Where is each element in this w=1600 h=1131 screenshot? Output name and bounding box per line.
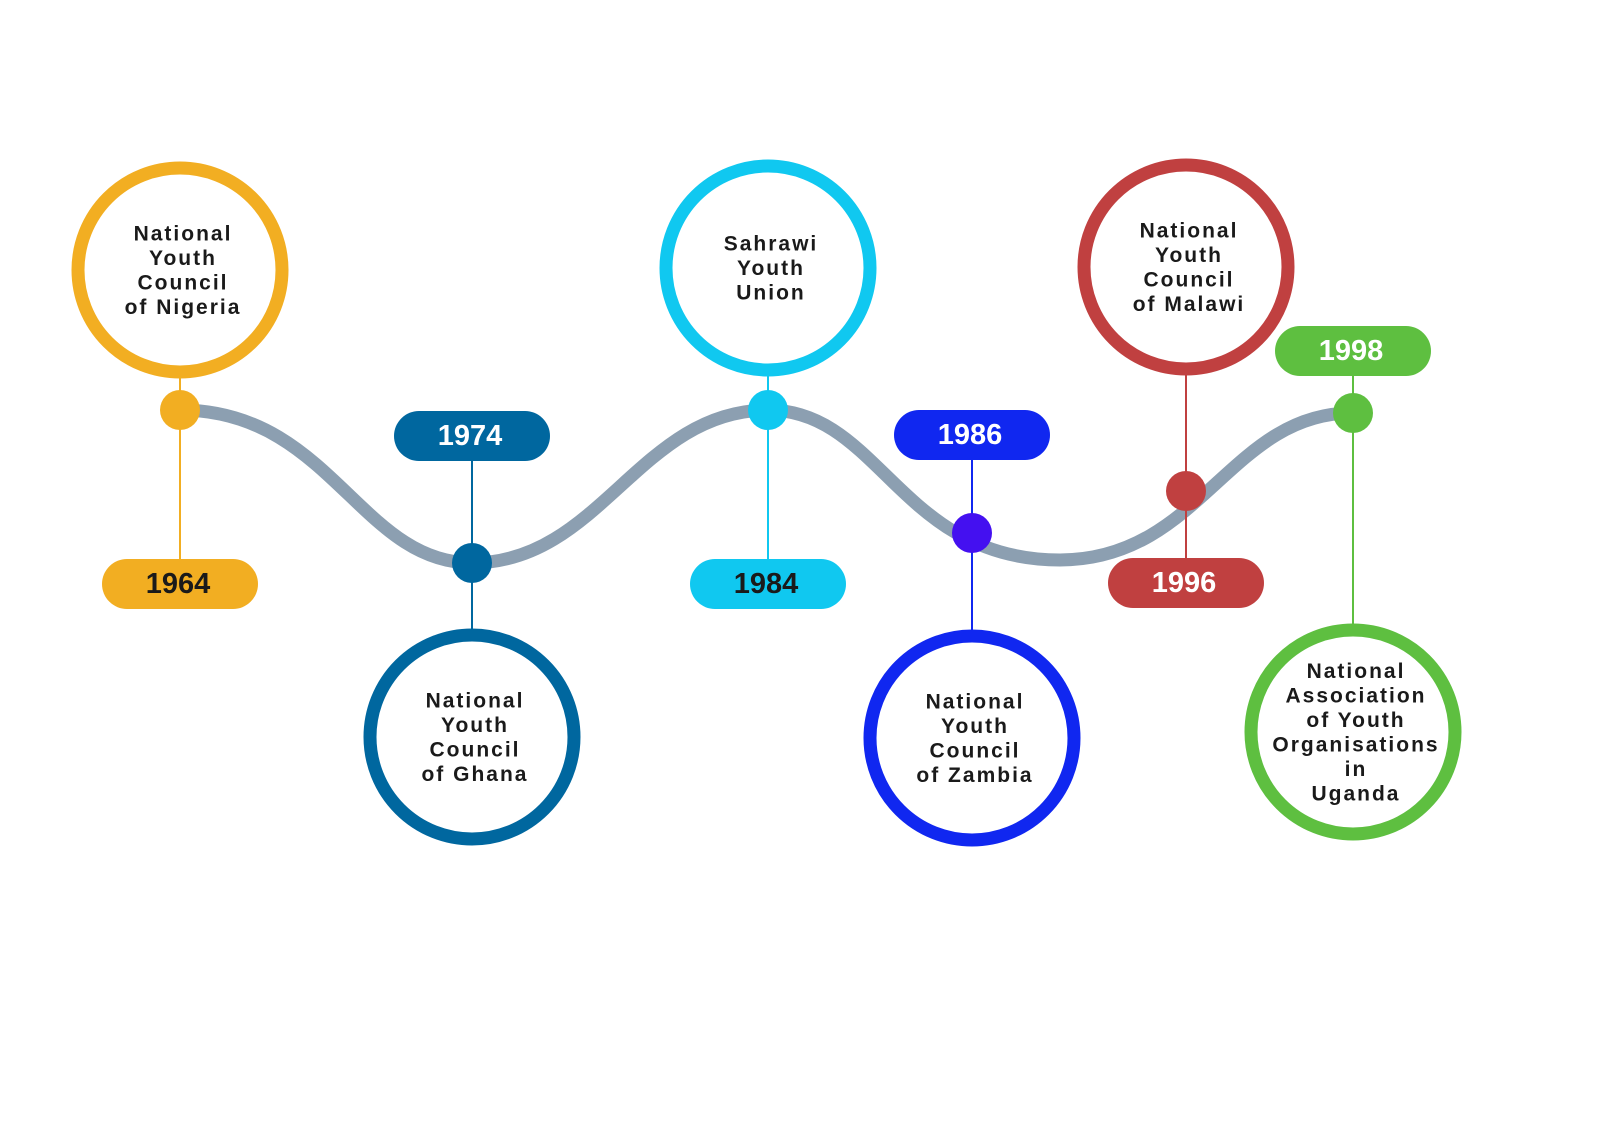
organisation-name-line: Union [736, 282, 805, 305]
organisation-name-line: Youth [149, 247, 217, 270]
organisation-circle [363, 628, 581, 846]
organisation-name-line: Council [430, 738, 521, 761]
organisation-name-line: of Zambia [916, 764, 1033, 787]
year-label: 1996 [1152, 567, 1217, 599]
year-label: 1984 [734, 568, 799, 600]
organisation-circle [659, 159, 877, 377]
organisation-name-line: of Malawi [1133, 293, 1246, 316]
organisation-circle [1244, 623, 1462, 841]
timeline-dot [1166, 471, 1206, 511]
organisation-name-line: of Nigeria [125, 296, 242, 319]
year-pill [690, 559, 846, 609]
organisation-name-line: Council [138, 271, 229, 294]
year-pill [1275, 326, 1431, 376]
timeline-dot [160, 390, 200, 430]
organisation-name-line: National [426, 689, 525, 712]
organisation-circle [863, 629, 1081, 847]
organisation-name-line: Youth [737, 257, 805, 280]
organisation-name-line: National [926, 690, 1025, 713]
organisation-name-line: Youth [441, 714, 509, 737]
organisation-name-line: Organisations [1272, 733, 1439, 756]
year-label: 1974 [438, 420, 503, 452]
organisation-name-line: Youth [941, 715, 1009, 738]
organisation-name-line: Council [930, 739, 1021, 762]
timeline-dot [1333, 393, 1373, 433]
organisation-name-line: in [1345, 758, 1368, 781]
timeline-dot [748, 390, 788, 430]
year-pill [1108, 558, 1264, 608]
organisation-name-line: National [134, 222, 233, 245]
year-pill [394, 411, 550, 461]
year-label: 1964 [146, 568, 211, 600]
year-pill [102, 559, 258, 609]
organisation-name-line: of Youth [1306, 709, 1405, 732]
year-pill [894, 410, 1050, 460]
organisation-name-line: National [1140, 219, 1239, 242]
organisation-name-line: Uganda [1311, 782, 1400, 805]
organisation-name-line: National [1307, 660, 1406, 683]
timeline-dot [952, 513, 992, 553]
organisation-name-line: Association [1285, 684, 1426, 707]
year-label: 1998 [1319, 335, 1384, 367]
organisation-name-line: Council [1144, 268, 1235, 291]
year-label: 1986 [938, 419, 1003, 451]
organisation-name-line: of Ghana [421, 763, 528, 786]
organisation-circle [71, 161, 289, 379]
organisation-name-line: Sahrawi [724, 233, 819, 256]
organisation-circle [1077, 158, 1295, 376]
organisation-name-line: Youth [1155, 244, 1223, 267]
timeline-dot [452, 543, 492, 583]
